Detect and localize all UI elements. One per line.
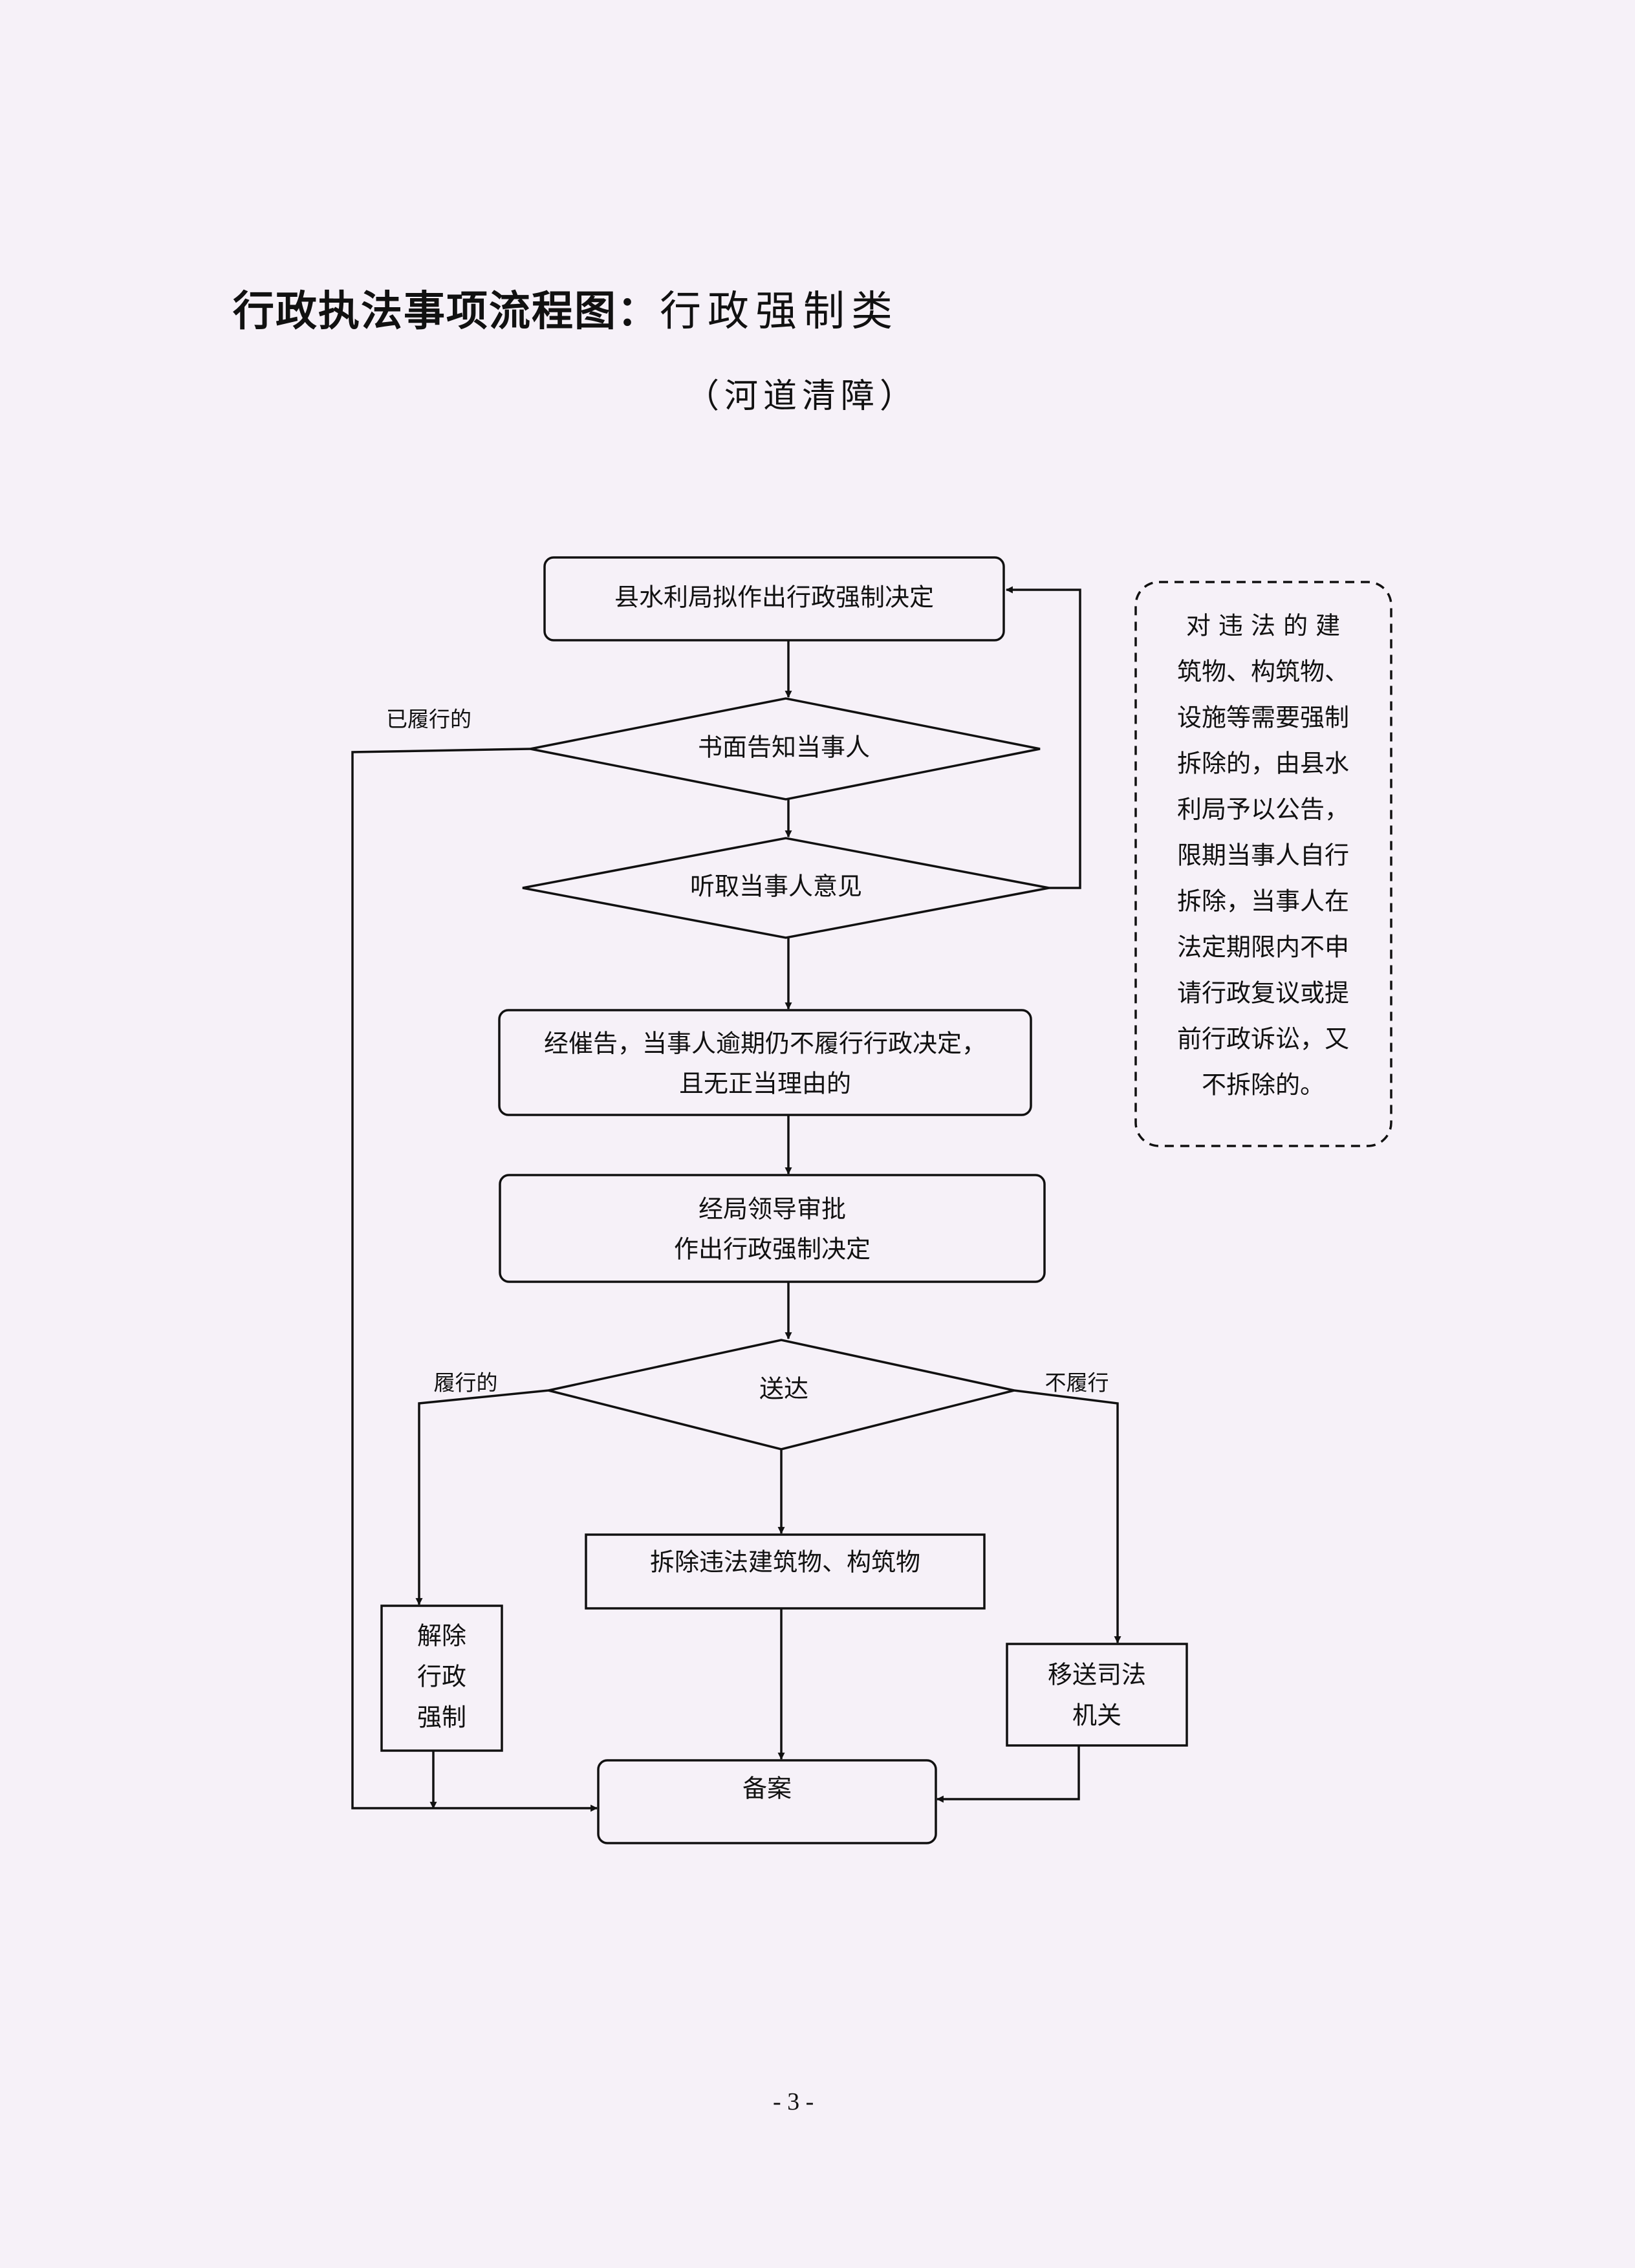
label-transfer-1: 移送司法	[1048, 1661, 1146, 1689]
label-deliver: 送达	[759, 1375, 808, 1403]
note-line: 拆除，当事人在	[1177, 887, 1349, 916]
node-overdue	[498, 1009, 1032, 1116]
label-transfer-2: 机关	[1072, 1701, 1121, 1730]
node-approve	[499, 1174, 1046, 1283]
label-decide: 县水利局拟作出行政强制决定	[614, 583, 934, 612]
node-notify	[530, 697, 1041, 801]
label-overdue-2: 且无正当理由的	[679, 1070, 851, 1098]
label-hear: 听取当事人意见	[690, 872, 862, 901]
edge-label-fulfilled-early: 已履行的	[386, 707, 471, 732]
node-transfer	[1006, 1643, 1188, 1747]
edge-fulfilled-early	[351, 748, 598, 1812]
note-line: 法定期限内不申	[1177, 933, 1349, 962]
page-title: 行政执法事项流程图：行政强制类	[233, 278, 899, 338]
edge-hear-loop	[1005, 586, 1081, 889]
edge-label-fulfilled: 履行的	[434, 1370, 498, 1396]
edge-label-not-fulfilled: 不履行	[1045, 1370, 1109, 1396]
title-rest: 行政强制类	[660, 288, 899, 336]
label-file: 备案	[742, 1775, 792, 1803]
label-demolish: 拆除违法建筑物、构筑物	[650, 1548, 920, 1577]
note-line: 限期当事人自行	[1177, 841, 1349, 870]
label-overdue-1: 经催告，当事人逾期仍不履行行政决定，	[544, 1030, 986, 1058]
note-line: 利局予以公告，	[1177, 795, 1349, 824]
edge-transfer-file	[936, 1745, 1080, 1803]
label-lift-1: 解除	[417, 1622, 466, 1650]
node-demolish	[585, 1533, 986, 1610]
title-bold: 行政执法事项流程图：	[233, 288, 660, 336]
edge-not-fulfilled	[1013, 1389, 1121, 1644]
label-approve-2: 作出行政强制决定	[674, 1235, 871, 1264]
node-file	[597, 1759, 937, 1844]
note-line: 请行政复议或提	[1177, 979, 1349, 1008]
label-lift-3: 强制	[417, 1703, 466, 1732]
note-line: 设施等需要强制	[1177, 704, 1349, 732]
edge-fulfilled	[415, 1389, 549, 1606]
node-lift	[380, 1604, 503, 1752]
label-lift-2: 行政	[417, 1663, 466, 1691]
label-approve-1: 经局领导审批	[698, 1195, 846, 1224]
note-line: 不拆除的。	[1202, 1071, 1325, 1099]
note-line: 拆除的，由县水	[1177, 750, 1349, 778]
note-box	[1134, 581, 1392, 1147]
page-number: - 3 -	[773, 2088, 814, 2115]
label-notify: 书面告知当事人	[698, 733, 870, 762]
page-subtitle: （河道清障）	[686, 377, 919, 416]
note-line: 筑物、构筑物、	[1177, 658, 1349, 686]
node-decide	[543, 556, 1005, 642]
note-line: 对 违 法 的 建	[1186, 612, 1340, 640]
note-line: 前行政诉讼，又	[1177, 1025, 1349, 1053]
